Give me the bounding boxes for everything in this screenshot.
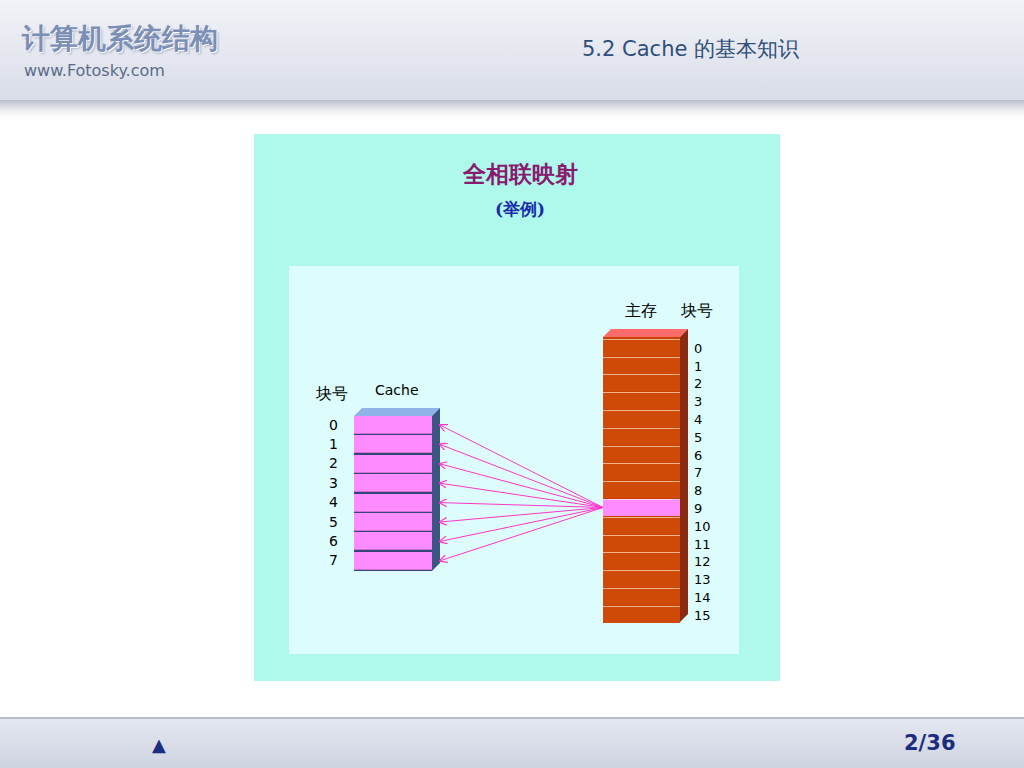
block-number: 10 bbox=[694, 518, 711, 533]
header-band bbox=[0, 0, 1024, 100]
memory-block: 14 bbox=[603, 588, 680, 605]
subtitle: (举例) bbox=[495, 198, 545, 221]
outer-panel bbox=[254, 134, 780, 681]
memory-block: 4 bbox=[603, 410, 680, 427]
mapping-arrow bbox=[440, 425, 603, 508]
cache-top-face bbox=[354, 408, 440, 416]
memory-block: 2 bbox=[354, 455, 432, 473]
memory-block: 9 bbox=[603, 499, 680, 516]
mapping-arrow bbox=[440, 508, 603, 561]
column-heading: 块号 bbox=[681, 301, 713, 322]
memory-block: 11 bbox=[603, 535, 680, 552]
page-number: 2/36 bbox=[904, 731, 956, 755]
block-number: 7 bbox=[694, 465, 702, 480]
block-number: 0 bbox=[329, 417, 338, 433]
diagram-title: 全相联映射 bbox=[463, 159, 578, 190]
block-number: 4 bbox=[694, 412, 702, 427]
memory-block: 0 bbox=[354, 416, 432, 434]
block-number: 3 bbox=[329, 475, 338, 491]
memory-block: 6 bbox=[603, 446, 680, 463]
mapping-arrow bbox=[440, 503, 603, 508]
footer-band bbox=[0, 718, 1024, 768]
block-number: 5 bbox=[329, 514, 338, 530]
block-number: 9 bbox=[694, 501, 702, 516]
mapping-arrow bbox=[440, 464, 603, 508]
memory-block: 15 bbox=[603, 606, 680, 623]
memory-block: 1 bbox=[354, 435, 432, 453]
memory-block: 0 bbox=[603, 339, 680, 356]
memory-block: 4 bbox=[354, 494, 432, 512]
memory-block: 5 bbox=[354, 513, 432, 531]
memory-block: 3 bbox=[354, 474, 432, 492]
memory-block: 3 bbox=[603, 392, 680, 409]
mapping-arrow bbox=[440, 483, 603, 507]
block-number: 6 bbox=[329, 533, 338, 549]
main-memory-stack: 主存0123456789101112131415 bbox=[603, 337, 680, 622]
inner-panel bbox=[289, 266, 739, 654]
memory-block: 1 bbox=[603, 357, 680, 374]
block-number: 15 bbox=[694, 607, 711, 622]
memory-block: 6 bbox=[354, 532, 432, 550]
memory-block: 7 bbox=[603, 463, 680, 480]
memory-top-face bbox=[603, 329, 688, 337]
stack-heading: 主存 bbox=[625, 301, 657, 322]
cache-stack: Cache01234567 bbox=[354, 416, 432, 571]
footer-line bbox=[0, 717, 1024, 719]
header-title: 计算机系统结构 bbox=[22, 20, 218, 58]
memory-block: 13 bbox=[603, 570, 680, 587]
block-number: 11 bbox=[694, 536, 711, 551]
memory-block: 2 bbox=[603, 374, 680, 391]
column-heading: 块号 bbox=[316, 384, 348, 405]
memory-block: 5 bbox=[603, 428, 680, 445]
block-number: 4 bbox=[329, 494, 338, 510]
block-number: 14 bbox=[694, 590, 711, 605]
mapping-arrow bbox=[440, 508, 603, 523]
nav-arrow: ▲ bbox=[152, 734, 166, 755]
block-number: 5 bbox=[694, 429, 702, 444]
memory-block: 8 bbox=[603, 481, 680, 498]
block-number: 2 bbox=[329, 455, 338, 471]
block-number: 6 bbox=[694, 447, 702, 462]
block-number: 1 bbox=[329, 436, 338, 452]
header-shadow bbox=[0, 100, 1024, 122]
block-number: 12 bbox=[694, 554, 711, 569]
mapping-arrow bbox=[440, 444, 603, 507]
cache-side-face bbox=[432, 408, 440, 571]
block-number: 1 bbox=[694, 358, 702, 373]
block-number: 0 bbox=[694, 340, 702, 355]
memory-block: 10 bbox=[603, 517, 680, 534]
memory-block: 7 bbox=[354, 552, 432, 570]
block-number: 13 bbox=[694, 572, 711, 587]
block-number: 8 bbox=[694, 483, 702, 498]
stack-heading: Cache bbox=[375, 382, 419, 398]
block-number: 7 bbox=[329, 552, 338, 568]
memory-side-face bbox=[680, 329, 688, 622]
mapping-arrow bbox=[440, 508, 603, 542]
website-url: www.Fotosky.com bbox=[24, 61, 165, 80]
section-heading: 5.2 Cache 的基本知识 bbox=[582, 35, 799, 63]
block-number: 3 bbox=[694, 394, 702, 409]
memory-block: 12 bbox=[603, 552, 680, 569]
block-number: 2 bbox=[694, 376, 702, 391]
